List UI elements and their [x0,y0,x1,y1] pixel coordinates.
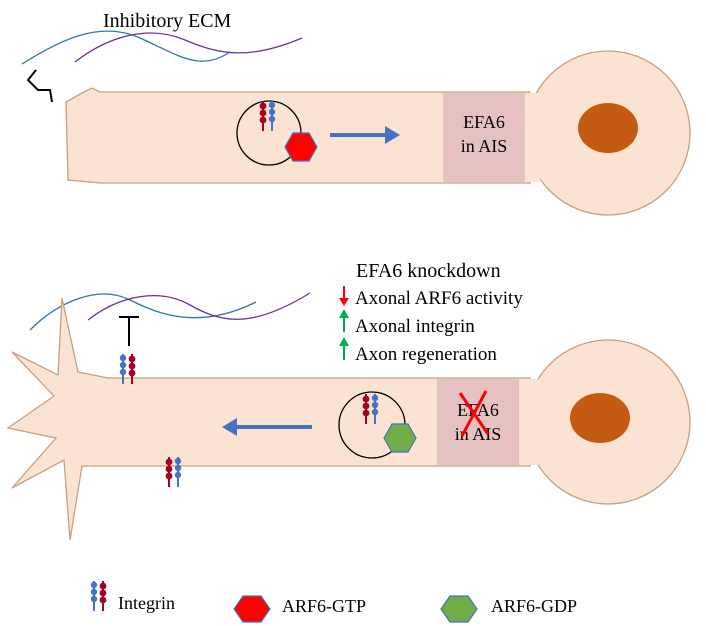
legend: Integrin ARF6-GTP ARF6-GDP [89,580,577,623]
effect-down-arrow-icon [339,286,349,306]
legend-gdp-label: ARF6-GDP [491,596,577,616]
ecm-fiber-purple [74,32,303,63]
bottom-transport-arrowhead [222,418,237,436]
top-arf6-gtp-hexagon [284,132,318,162]
inhibitory-receptor-icon [26,69,53,103]
ecm-fiber-blue [21,30,231,65]
legend-integrin-icon [89,580,108,612]
effect-2-label: Axonal integrin [355,316,475,337]
bottom-panel: EFA6 knockdown Axonal ARF6 activity Axon… [6,260,691,541]
effect-3-label: Axon regeneration [355,344,497,365]
top-ais-label-2: in AIS [461,136,508,156]
legend-gtp-hexagon-icon [233,595,271,623]
top-ais-label-1: EFA6 [463,112,505,132]
ecm-fiber-purple-2 [87,292,311,321]
bottom-nucleus [570,393,630,443]
bottom-neuron-growth-cone [6,297,531,541]
knockdown-heading: EFA6 knockdown [356,260,501,282]
effect-up-arrow-icon-2 [339,337,349,360]
top-nucleus [578,103,638,153]
legend-gtp-label: ARF6-GTP [282,596,366,616]
legend-gdp-hexagon-icon [440,595,478,623]
legend-integrin-label: Integrin [118,593,175,613]
top-transport-arrowhead [385,126,400,144]
knockdown-x-icon [458,390,490,437]
bottom-arf6-gdp-hexagon [383,423,417,453]
top-ais-box [443,93,525,182]
top-title: Inhibitory ECM [103,10,232,32]
top-panel: Inhibitory ECM EFA6 in AIS [21,10,691,216]
effect-up-arrow-icon-1 [339,309,349,332]
effect-1-label: Axonal ARF6 activity [355,288,523,309]
